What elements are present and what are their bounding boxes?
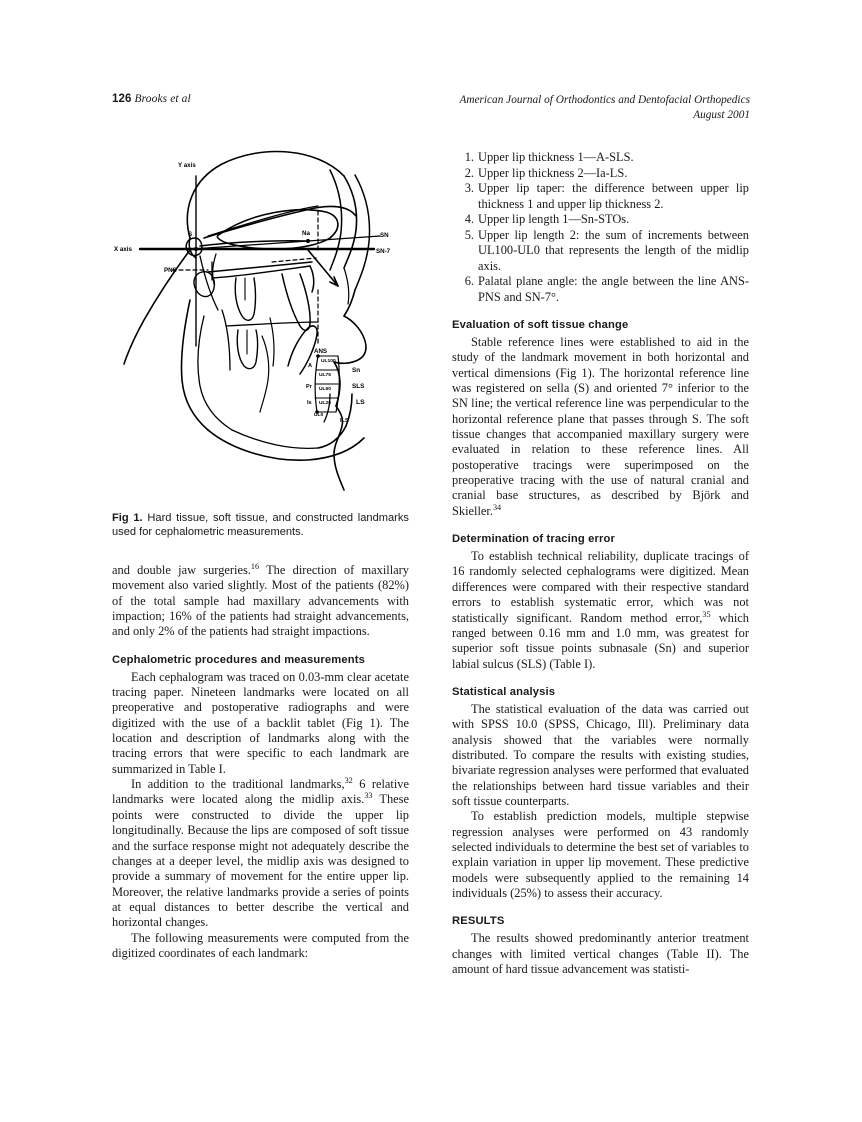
figure-label-subnasale: Sn	[352, 367, 360, 374]
running-head-authors: Brooks et al	[134, 93, 191, 105]
heading-statistical-analysis: Statistical analysis	[452, 685, 556, 698]
paragraph-following-measurements: The following measurements were computed…	[112, 930, 409, 960]
list-item: Upper lip thickness 2—Ia-LS.	[458, 165, 628, 181]
figure-label-ans: ANS	[314, 348, 327, 355]
figure-label-sls: SLS	[352, 383, 365, 390]
paragraph-statistical-evaluation: The statistical evaluation of the data w…	[452, 701, 749, 808]
cephalogram-svg: Y axis X axis S Na SN SN-7 PNS ANS A UL1…	[114, 150, 391, 491]
running-head-left: 126 Brooks et al	[112, 93, 191, 105]
journal-title: American Journal of Orthodontics and Den…	[459, 94, 750, 106]
measurements-list: Upper lip thickness 1—A-SLS. Upper lip t…	[452, 150, 749, 305]
footnote-ref-33: 33	[364, 791, 373, 801]
figure-label-sn7: SN-7	[376, 248, 391, 255]
figure-1-caption: Fig 1. Hard tissue, soft tissue, and con…	[112, 511, 409, 540]
list-item: Upper lip length 1—Sn-STOs.	[458, 212, 630, 227]
running-head: 126 Brooks et al American Journal of Ort…	[112, 93, 750, 133]
figure-label-ils: ILS	[340, 418, 349, 424]
figure-label-y-axis: Y axis	[178, 162, 196, 169]
figure-1-block: Y axis X axis S Na SN SN-7 PNS ANS A UL1…	[112, 150, 412, 540]
footnote-ref-34: 34	[492, 502, 502, 512]
list-item: Palatal plane angle: the angle between t…	[458, 274, 749, 304]
figure-label-point-a: A	[308, 363, 312, 369]
figure-label-ul0: UL0	[314, 412, 324, 418]
paragraph-jaw-surgeries: and double jaw surgeries.16 The directio…	[112, 561, 409, 639]
figure-label-sella: S	[188, 231, 192, 238]
heading-determination-tracing-error: Determination of tracing error	[452, 533, 616, 546]
paragraph-results: The results showed predominantly anterio…	[452, 931, 749, 977]
paragraph-each-cephalogram: Each cephalogram was traced on 0.03-mm c…	[112, 669, 409, 776]
figure-label-ul50: UL50	[319, 386, 331, 392]
footnote-ref-16: 16	[250, 561, 260, 571]
figure-label-x-axis: X axis	[114, 246, 132, 253]
figure-label-ls: LS	[356, 399, 365, 406]
figure-label-sn: SN	[380, 232, 389, 239]
heading-evaluation-soft-tissue: Evaluation of soft tissue change	[452, 319, 629, 331]
figure-caption-label: Fig 1.	[112, 512, 143, 524]
footnote-ref-32: 32	[344, 776, 353, 785]
left-column-text: and double jaw surgeries.16 The directio…	[112, 561, 409, 961]
figure-label-ul75: UL75	[319, 372, 331, 378]
figure-label-is: Is	[307, 400, 312, 406]
cephalometric-tracing-figure: Y axis X axis S Na SN SN-7 PNS ANS A UL1…	[112, 150, 412, 505]
heading-cephalometric-procedures: Cephalometric procedures and measurement…	[112, 653, 365, 666]
page-folio: 126	[112, 93, 132, 105]
right-column: Upper lip thickness 1—A-SLS. Upper lip t…	[452, 150, 749, 977]
footnote-ref-35: 35	[702, 609, 711, 619]
figure-caption-text: Hard tissue, soft tissue, and constructe…	[112, 512, 409, 539]
figure-label-group: Y axis X axis S Na SN SN-7 PNS ANS A UL1…	[114, 162, 391, 424]
paragraph-tracing-error: To establish technical reliability, dupl…	[452, 549, 749, 671]
list-item: Upper lip length 2: the sum of increment…	[458, 227, 749, 273]
list-item: Upper lip taper: the difference between …	[458, 181, 749, 211]
paragraph-stable-reference-lines: Stable reference lines were established …	[452, 335, 749, 518]
issue-date: August 2001	[693, 109, 750, 121]
figure-label-nasion: Na	[302, 230, 310, 237]
figure-label-ul100: UL100	[321, 358, 336, 364]
list-item: Upper lip thickness 1—A-SLS.	[458, 150, 634, 165]
figure-label-ul25: UL25	[319, 400, 331, 406]
running-head-right: American Journal of Orthodontics and Den…	[459, 93, 750, 123]
heading-results: RESULTS	[452, 915, 505, 928]
figure-label-pns: PNS	[164, 267, 177, 274]
paragraph-traditional-landmarks: In addition to the traditional landmarks…	[112, 776, 409, 930]
paragraph-prediction-models: To establish prediction models, multiple…	[452, 809, 749, 900]
figure-label-pr: Pr	[306, 384, 313, 390]
